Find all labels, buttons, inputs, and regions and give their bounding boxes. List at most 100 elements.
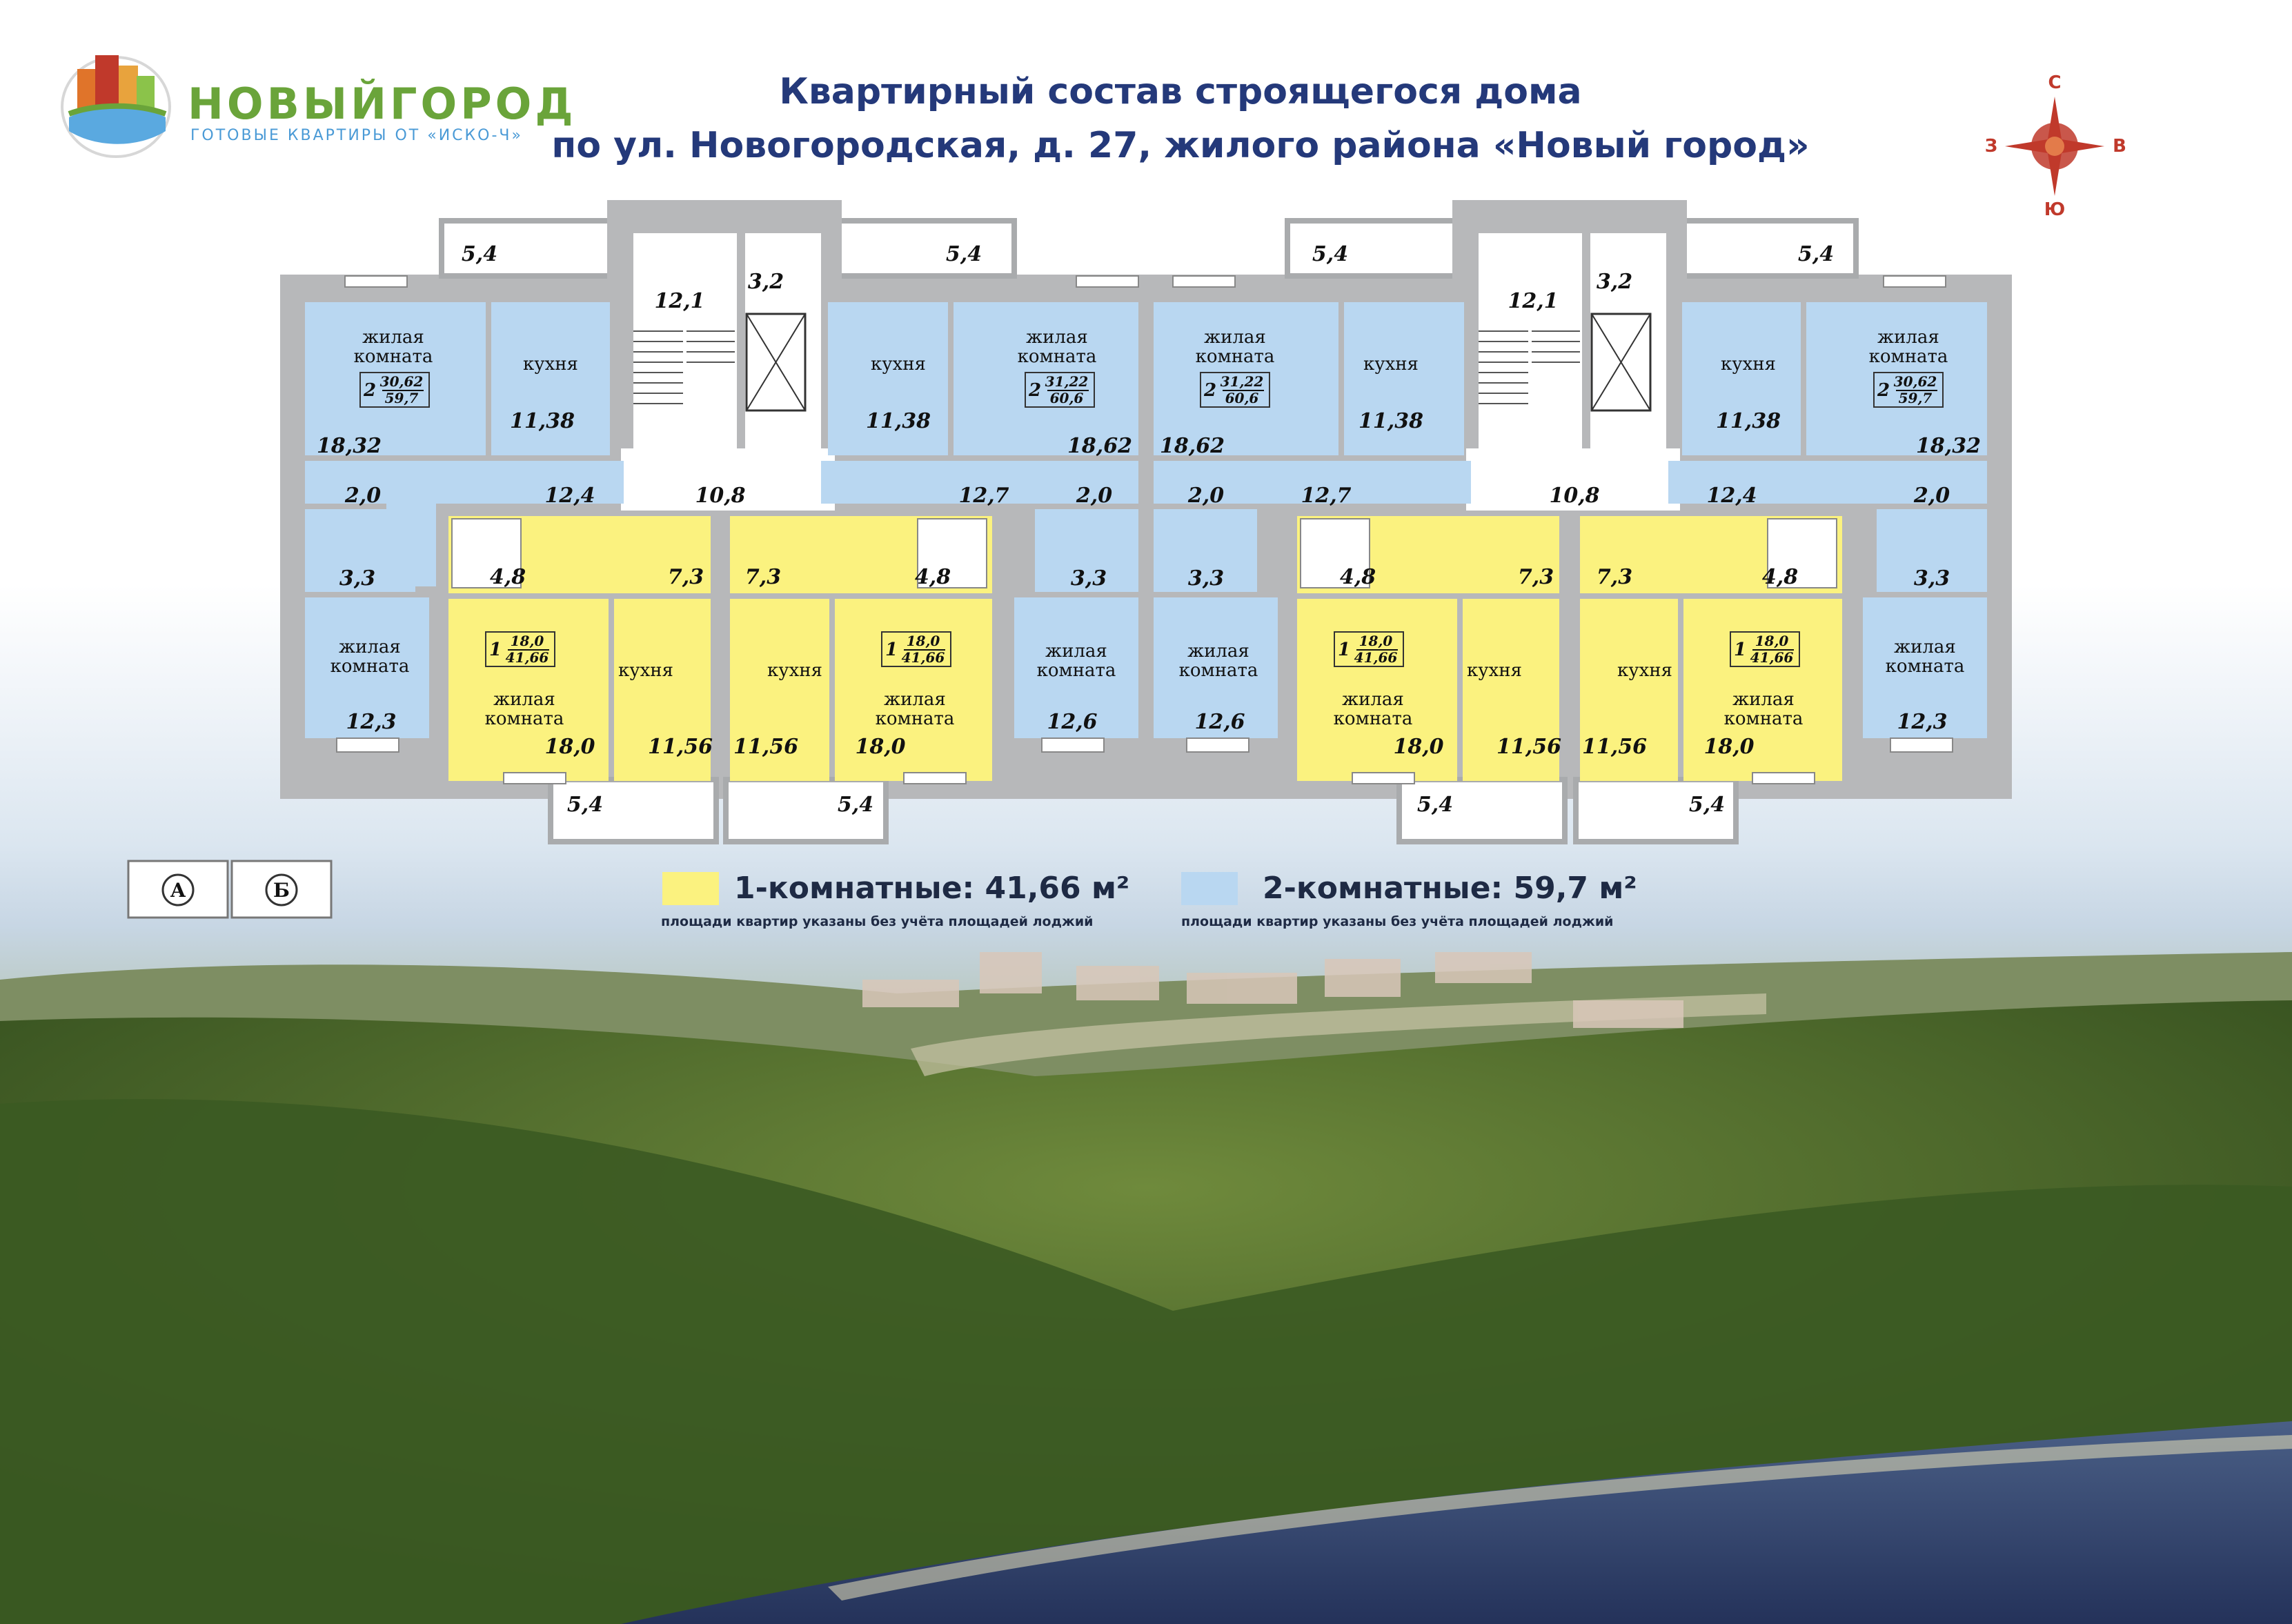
room-area: 12,3 (346, 710, 396, 734)
room-name: кухня (1721, 354, 1776, 375)
legend-one-room-label: 1-комнатные: 41,66 м² (734, 871, 1129, 906)
kitchen-area: 11,56 (1582, 735, 1647, 759)
kitchen-area: 11,38 (1716, 409, 1781, 433)
one-room-flats (448, 516, 1842, 781)
flat-total-area: 60,6 (1050, 390, 1084, 406)
flat-summary-frame (485, 631, 555, 667)
common-hall (1466, 448, 1680, 511)
loggia-area: 5,4 (462, 242, 497, 266)
flat-living-area: 18,0 (1359, 633, 1393, 649)
compass-south-label: Ю (2044, 199, 2066, 220)
compass-west-label: З (1985, 136, 1997, 157)
room-area: 18,0 (1393, 735, 1443, 759)
flat-total-area: 41,66 (902, 649, 945, 666)
hall-area: 10,8 (1549, 484, 1599, 508)
room-name: кухня (1617, 660, 1672, 681)
room-area: 18,0 (544, 735, 595, 759)
two-room-corridor-3 (1154, 461, 1471, 504)
hall-area: 7,3 (668, 565, 704, 589)
page-title-line1: Квартирный состав строящегося дома (779, 71, 1581, 112)
loggia-area: 5,4 (946, 242, 982, 266)
one-room-kitchen-2 (730, 599, 829, 781)
flat-living-area: 18,0 (511, 633, 544, 649)
section-b-label: Б (273, 879, 290, 902)
flat-total-area: 59,7 (1899, 390, 1933, 406)
room-area: 18,0 (1703, 735, 1754, 759)
flat-summary-frame (359, 372, 430, 408)
flat-total-area: 59,7 (385, 390, 419, 406)
page-title-line2: по ул. Новогородская, д. 27, жилого райо… (551, 125, 1809, 166)
room-area: 12,3 (1897, 710, 1947, 734)
room-area: 12,6 (1194, 710, 1245, 734)
stairwell (633, 233, 737, 468)
flat-living-area: 18,0 (1755, 633, 1789, 649)
loggia-area: 5,4 (1689, 793, 1725, 817)
loggia-area: 5,4 (567, 793, 603, 817)
floor-plan: 5,4 5,4 5,4 5,4 5,4 5,4 5,4 5,4 12,1 3,2… (280, 200, 2012, 844)
flat-room-count: 2 (1877, 380, 1890, 401)
loggia-area: 5,4 (1312, 242, 1348, 266)
bath-area: 4,8 (1340, 565, 1376, 589)
legend-two-room-label: 2-комнатные: 59,7 м² (1263, 871, 1637, 906)
flat-summary-frame (1730, 631, 1800, 667)
two-room-corridor-4 (1668, 461, 1987, 504)
bath-area: 3,3 (1188, 566, 1224, 591)
loggia-area: 5,4 (1798, 242, 1834, 266)
kitchen-area: 11,56 (648, 735, 713, 759)
flat-room-count: 2 (1028, 380, 1041, 401)
legend: 1-комнатные: 41,66 м² площади квартир ук… (661, 871, 1637, 929)
flat-summary-frame (1025, 372, 1095, 408)
area-labels: 5,4 5,4 5,4 5,4 5,4 5,4 5,4 5,4 12,1 3,2… (317, 242, 1981, 817)
two-room-bedroom-2 (1014, 597, 1138, 738)
legend-swatch-one-room (662, 872, 719, 905)
wc-area: 2,0 (1076, 484, 1112, 508)
room-name: кухня (871, 354, 926, 375)
two-room-kitchen-4 (1682, 302, 1801, 455)
flat-total-area: 41,66 (506, 649, 549, 666)
one-room-kitchen-1 (614, 599, 711, 781)
one-room-kitchen-4 (1580, 599, 1678, 781)
room-area: 18,0 (855, 735, 905, 759)
flat-living-area: 31,22 (1045, 373, 1089, 390)
room-name: кухня (523, 354, 578, 375)
kitchen-area: 11,38 (1359, 409, 1423, 433)
room-name: кухня (767, 660, 822, 681)
flat-total-area: 41,66 (1354, 649, 1398, 666)
flat-total-area: 60,6 (1225, 390, 1259, 406)
flat-living-area: 30,62 (380, 373, 424, 390)
riverbank (828, 1435, 2292, 1601)
two-room-living-3 (1154, 302, 1338, 455)
hall-area: 7,3 (745, 565, 781, 589)
room-name: кухня (618, 660, 673, 681)
room-area: 18,32 (1916, 434, 1981, 458)
stair-area: 12,1 (1508, 289, 1558, 313)
corridor-area: 12,7 (1301, 484, 1351, 508)
two-room-bath-4 (1877, 509, 1987, 592)
two-room-bedroom-4 (1863, 597, 1987, 738)
kitchen-area: 11,38 (866, 409, 931, 433)
flat-total-area: 41,66 (1750, 649, 1794, 666)
road (911, 993, 1766, 1076)
compass-east-label: В (2113, 136, 2126, 157)
one-room-living-3 (1297, 599, 1457, 781)
room-name: кухня (1363, 354, 1419, 375)
bath-area: 4,8 (915, 565, 951, 589)
stairs (1479, 330, 1580, 404)
company-logo (61, 55, 171, 158)
one-room-living-1 (448, 599, 609, 781)
aerial-landscape (0, 952, 2292, 1624)
corridor-area: 12,4 (544, 484, 595, 508)
flat-summary-frame (1334, 631, 1404, 667)
